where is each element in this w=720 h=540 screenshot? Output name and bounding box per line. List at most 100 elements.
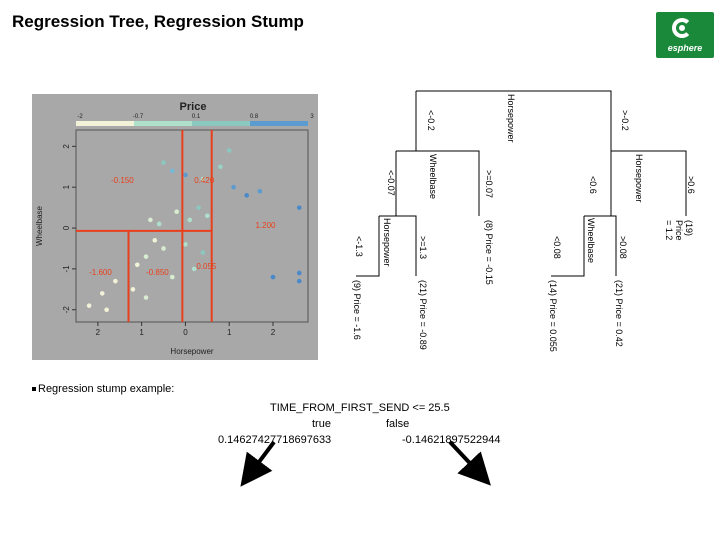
- tree-root-right: >-0.2: [620, 110, 630, 131]
- stump-false-label: false: [386, 418, 410, 430]
- legend-swatch: [192, 121, 250, 126]
- data-point: [296, 270, 302, 276]
- logo-dot-icon: [679, 25, 685, 31]
- y-tick-label: 2: [62, 144, 71, 149]
- data-point: [152, 237, 158, 243]
- legend-tick-label: 0.8: [250, 114, 259, 120]
- data-point: [296, 205, 302, 210]
- legend-swatch: [134, 121, 192, 126]
- region-label: -0.850: [146, 268, 169, 277]
- x-tick-label: 1: [139, 328, 144, 337]
- tree-r-right: >0.6: [686, 176, 696, 194]
- plot-area: [75, 129, 309, 323]
- slide-title: Regression Tree, Regression Stump: [12, 12, 304, 31]
- tree-r-node: Horsepower: [634, 154, 644, 203]
- tree-r-left: <0.6: [588, 176, 598, 194]
- data-point: [99, 291, 105, 296]
- y-tick-label: -1: [62, 265, 71, 273]
- data-point: [170, 168, 175, 174]
- data-point: [161, 246, 166, 251]
- stump-right-arrow: [448, 440, 491, 486]
- data-point: [174, 209, 179, 215]
- data-point: [200, 250, 206, 255]
- data-point: [183, 242, 188, 247]
- bullet-stump-example: Regression stump example:: [32, 383, 174, 395]
- x-tick-label: 0: [183, 328, 188, 337]
- region-label: 0.420: [194, 176, 215, 185]
- data-point: [196, 205, 201, 210]
- data-point: [156, 221, 162, 227]
- data-point: [104, 307, 109, 313]
- y-tick-label: -2: [62, 306, 71, 314]
- tree-rl-right-leaf: (21) Price = 0.42: [614, 280, 624, 347]
- data-point: [143, 254, 149, 259]
- data-point: [161, 160, 166, 165]
- tree-rl-left: <0.08: [552, 236, 562, 259]
- tree-ll-right: >=1.3: [418, 236, 428, 260]
- data-point: [183, 172, 188, 178]
- tree-root-left: <-0.2: [426, 110, 436, 131]
- tree-rl-node: Wheelbase: [586, 218, 596, 264]
- legend-tick-label: -0.7: [133, 114, 144, 120]
- data-point: [148, 217, 153, 223]
- data-point: [218, 164, 223, 170]
- tree-ll-left: <-1.3: [354, 236, 364, 257]
- legend-tick-label: 3: [310, 114, 314, 120]
- stump-left-value: 0.14627427718697633: [218, 434, 332, 446]
- stump-left-arrow: [240, 440, 276, 487]
- x-tick-label: 2: [271, 328, 276, 337]
- logo-text: esphere: [667, 43, 703, 53]
- data-point: [187, 217, 193, 223]
- stump-arrows: [240, 440, 491, 487]
- region-label: 1.200: [255, 221, 276, 230]
- data-point: [113, 278, 118, 284]
- tree-l-right: >=0.07: [484, 170, 494, 199]
- tree-ll-left-leaf: (9) Price = -1.6: [352, 280, 362, 340]
- y-tick-label: 0: [62, 225, 71, 230]
- x-tick-label: 1: [227, 328, 232, 337]
- legend-swatch: [250, 121, 308, 126]
- legend-swatch: [76, 121, 134, 126]
- tree-ll-right-leaf: (21) Price = -0.89: [418, 280, 428, 350]
- tree-l-left: <-0.07: [386, 170, 396, 196]
- data-point: [244, 193, 250, 198]
- data-point: [200, 176, 206, 182]
- x-axis-label: Horsepower: [170, 347, 213, 356]
- bullet-dot-icon: [32, 387, 36, 391]
- data-point: [86, 303, 92, 308]
- data-point: [191, 266, 197, 272]
- y-axis-label: Wheelbase: [35, 205, 44, 246]
- tree-root-label: Horsepower: [506, 94, 516, 143]
- stump-true-label: true: [312, 418, 331, 430]
- data-point: [270, 274, 276, 280]
- data-point: [226, 148, 232, 153]
- region-label: -0.150: [111, 176, 134, 185]
- tree-rl-left-leaf: (14) Price = 0.055: [548, 280, 558, 352]
- tree-ll-node: Horsepower: [382, 218, 392, 267]
- tree-rl-right: >0.08: [618, 236, 628, 259]
- tree-svg: [356, 90, 687, 277]
- tree-edges: [356, 90, 687, 277]
- region-label: 0.055: [196, 262, 217, 271]
- data-point: [257, 188, 263, 194]
- company-logo: esphere: [656, 12, 714, 58]
- data-point: [296, 278, 302, 284]
- y-tick-label: 1: [62, 184, 71, 189]
- legend-tick-label: 0.1: [192, 114, 201, 120]
- data-point: [231, 184, 236, 190]
- data-point: [143, 295, 149, 300]
- tree-l-node: Wheelbase: [428, 154, 438, 200]
- stump-root-condition: TIME_FROM_FIRST_SEND <= 25.5: [270, 402, 450, 414]
- tree-l-right-leaf: (8) Price = -0.15: [484, 220, 494, 285]
- logo-ring-icon: [672, 18, 692, 38]
- data-point: [170, 274, 175, 280]
- tree-r-right-leaf: (19) Price = 1.2: [664, 220, 694, 241]
- regression-tree: Horsepower <-0.2 >-0.2 Wheelbase <-0.07 …: [336, 86, 706, 356]
- chart-title: Price: [180, 101, 207, 113]
- data-point: [205, 213, 210, 219]
- data-point: [134, 262, 140, 268]
- x-tick-label: 2: [96, 328, 101, 337]
- stump-right-value: -0.14621897522944: [402, 434, 501, 446]
